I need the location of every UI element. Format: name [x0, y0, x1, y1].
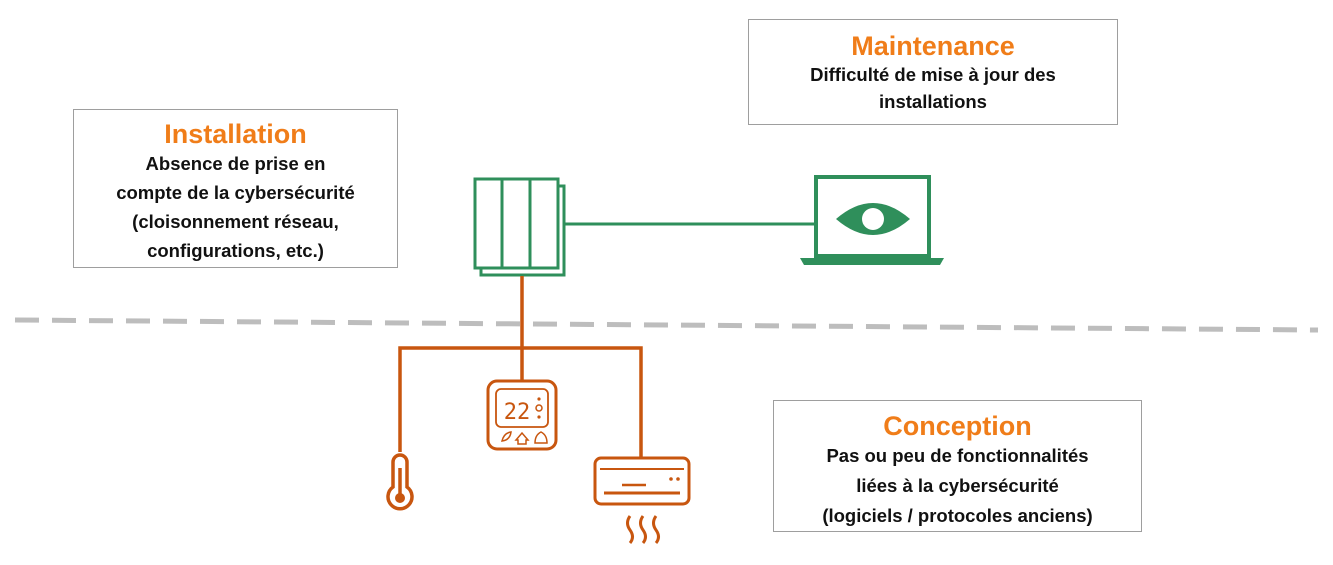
installation-description: Absence de prise en compte de la cybersé…: [116, 153, 355, 261]
controller-cabinet-icon: [473, 177, 566, 277]
network-separator-line: [14, 317, 1319, 333]
maintenance-description: Difficulté de mise à jour des installati…: [810, 64, 1056, 112]
conception-callout: Conception Pas ou peu de fonctionnalités…: [773, 400, 1142, 532]
thermostat-display: 22: [504, 400, 531, 425]
thermometer-icon: [386, 453, 414, 511]
device-wiring: [398, 276, 643, 458]
air-conditioner-icon: [593, 456, 691, 544]
conception-description: Pas ou peu de fonctionnalités liées à la…: [822, 445, 1093, 526]
laptop-eye-icon: [800, 175, 944, 265]
maintenance-callout: Maintenance Difficulté de mise à jour de…: [748, 19, 1118, 125]
thermostat-icon: 22: [486, 379, 558, 451]
conception-title: Conception: [883, 411, 1032, 441]
installation-title: Installation: [164, 119, 307, 149]
maintenance-title: Maintenance: [851, 31, 1015, 61]
installation-callout: Installation Absence de prise en compte …: [73, 109, 398, 268]
